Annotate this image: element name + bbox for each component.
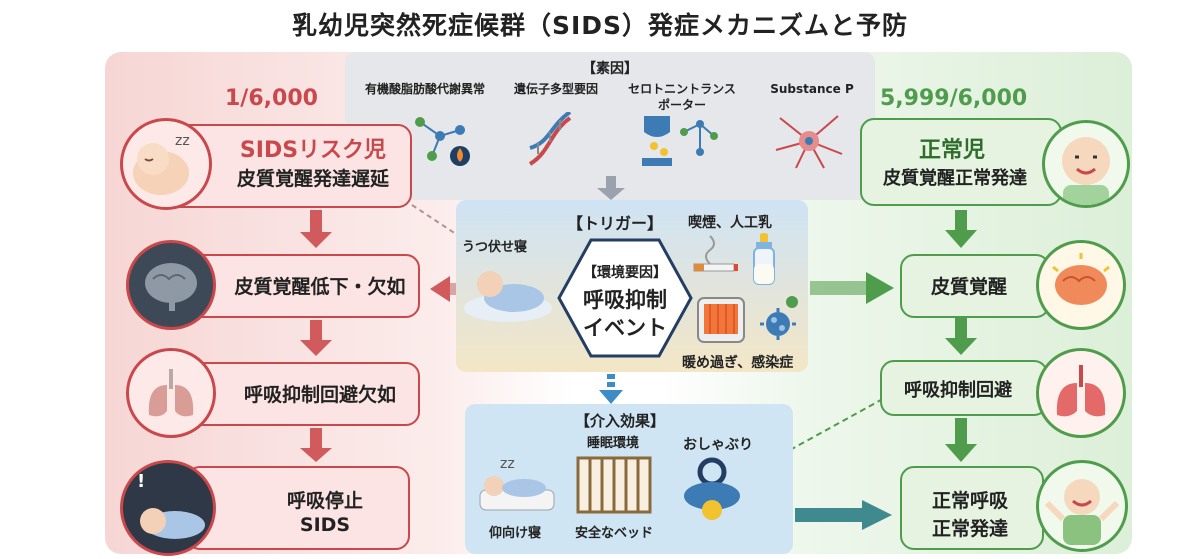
pacifier-label: おしゃぶり: [683, 437, 753, 453]
respiratory-event-label-1: 呼吸抑制: [583, 288, 667, 312]
hexagon-shape: [557, 238, 693, 358]
respiratory-avoidance-lack-label: 呼吸抑制回避欠如: [243, 384, 396, 406]
overheating-infection-label: 暖め過ぎ、感染症: [682, 355, 794, 371]
happy-baby-icon: [1042, 120, 1130, 208]
factors-panel: [345, 52, 875, 200]
cortical-arousal-label: 皮質覚醒: [930, 276, 1007, 298]
cheering-baby-icon: [1036, 460, 1128, 552]
smoking-formula-label: 喫煙、人工乳: [688, 215, 772, 231]
supine-baby-icon: zz: [479, 456, 555, 511]
sids-label: SIDS: [299, 514, 351, 536]
sids-risk-title: SIDSリスク児: [239, 138, 387, 163]
sids-risk-subtitle: 皮質覚醒発達遅延: [236, 168, 389, 190]
arousal-decline-box: [176, 254, 420, 318]
healthy-lungs-icon: [1036, 348, 1126, 438]
prone-baby-icon: [464, 271, 552, 322]
respiratory-avoidance-lack-box: [176, 362, 420, 426]
neuron-icon: [775, 115, 843, 169]
lungs-icon: [126, 348, 216, 438]
cortical-arousal-box: [900, 254, 1050, 318]
apnea-sids-box: [186, 466, 410, 550]
env-factor-heading: 【環境要因】: [583, 265, 667, 281]
arousal-decline-label: 皮質覚醒低下・欠如: [234, 276, 406, 298]
factors-heading: 【素因】: [582, 61, 638, 77]
baby-bottle-icon: [753, 233, 775, 285]
respiratory-avoidance-label: 呼吸抑制回避: [904, 380, 1012, 401]
factor-genetic-label: 遺伝子多型要因: [513, 82, 598, 96]
prone-sleep-label: うつ伏せ寝: [462, 240, 528, 255]
sleeping-baby-icon: zz: [120, 118, 212, 210]
trigger-heading: 【トリガー】: [566, 214, 663, 233]
safe-bed-label: 安全なベッド: [574, 526, 653, 541]
brain-icon: [126, 240, 216, 330]
svg-text:zz: zz: [175, 133, 190, 149]
normal-breathing-label: 正常呼吸: [931, 490, 1008, 512]
normal-development-box: [900, 466, 1044, 550]
risk-ratio: 1/6,000: [225, 86, 318, 111]
baby-prone-icon: !: [120, 460, 216, 556]
normal-development-label: 正常発達: [931, 518, 1008, 540]
active-brain-icon: [1036, 240, 1126, 330]
svg-text:zz: zz: [500, 456, 515, 472]
pacifier-icon: [684, 457, 740, 520]
molecule-icon: [415, 117, 470, 166]
cigarette-icon: [693, 235, 738, 272]
crib-icon: [576, 456, 652, 514]
heater-icon: [697, 297, 745, 343]
virus-icon: [760, 296, 798, 340]
normal-child-title: 正常児: [918, 138, 985, 163]
factor-serotonin-label: セロトニントランス: [628, 82, 736, 96]
respiratory-event-label-2: イベント: [583, 316, 667, 340]
page-title: 乳幼児突然死症候群（SIDS）発症メカニズムと予防: [291, 11, 909, 40]
svg-text:!: !: [137, 471, 145, 492]
synapse-icon: [642, 116, 718, 166]
sleep-environment-label: 睡眠環境: [586, 436, 639, 451]
apnea-label: 呼吸停止: [286, 490, 363, 512]
supine-sleep-label: 仰向け寝: [488, 526, 541, 541]
dna-icon: [528, 112, 572, 166]
factor-substance-p-label: Substance P: [770, 82, 854, 96]
respiratory-avoidance-box: [880, 360, 1048, 416]
normal-child-subtitle: 皮質覚醒正常発達: [883, 168, 1027, 189]
normal-ratio: 5,999/6,000: [880, 86, 1028, 111]
intervention-heading: 【介入効果】: [574, 412, 665, 430]
factor-metabolic-label: 有機酸脂肪酸代謝異常: [364, 82, 485, 96]
factor-serotonin-label-2: ポーター: [657, 98, 706, 112]
